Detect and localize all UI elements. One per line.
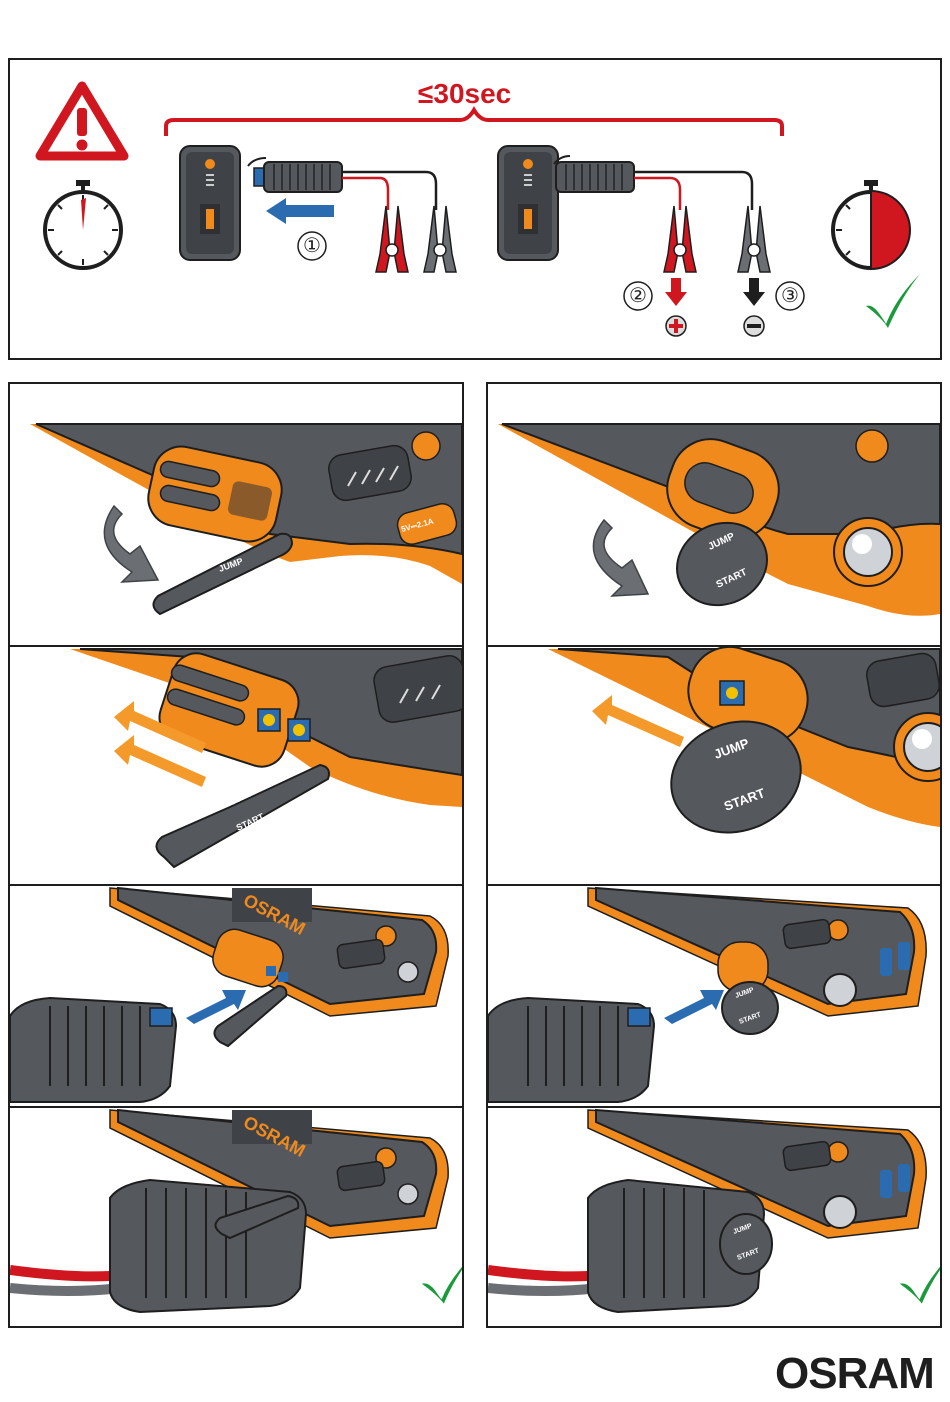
stopwatch-half-icon: [826, 178, 916, 272]
panel-connected-right: JUMP START: [488, 1108, 940, 1326]
negative-terminal-icon: [742, 314, 766, 338]
step-1-label: ①: [297, 231, 327, 261]
black-clamp-2: [734, 204, 774, 276]
red-clamp-1: [372, 204, 412, 276]
checkmark-icon: [862, 270, 924, 330]
panel-slide-cover-right: JUMP START: [488, 647, 940, 884]
down-arrow-black-icon: [742, 276, 766, 308]
stopwatch-icon: [38, 178, 128, 272]
brand-logo: OSRAM: [775, 1349, 945, 1399]
insert-arrow-icon: [264, 196, 336, 226]
step-3-label: ③: [775, 281, 805, 311]
panel-connected-left: OSRAM: [10, 1108, 462, 1326]
red-clamp-2: [660, 204, 700, 276]
black-clamp-1: [420, 204, 460, 276]
panel-slide-cover-left: JUMP START: [10, 647, 462, 884]
step-2-label: ②: [623, 281, 653, 311]
panel-plug-charger-left: OSRAM: [10, 886, 462, 1106]
panel-open-cover-right: JUMP START: [488, 384, 940, 645]
panel-open-cover-left: JUMP START 5V⎓2.1A: [10, 384, 462, 645]
positive-terminal-icon: [664, 314, 688, 338]
down-arrow-red-icon: [664, 276, 688, 308]
time-bracket: [160, 106, 790, 140]
booster-device-1: [178, 144, 244, 264]
panel-plug-charger-right: JUMP START: [488, 886, 940, 1106]
warning-triangle-icon: [34, 80, 130, 162]
